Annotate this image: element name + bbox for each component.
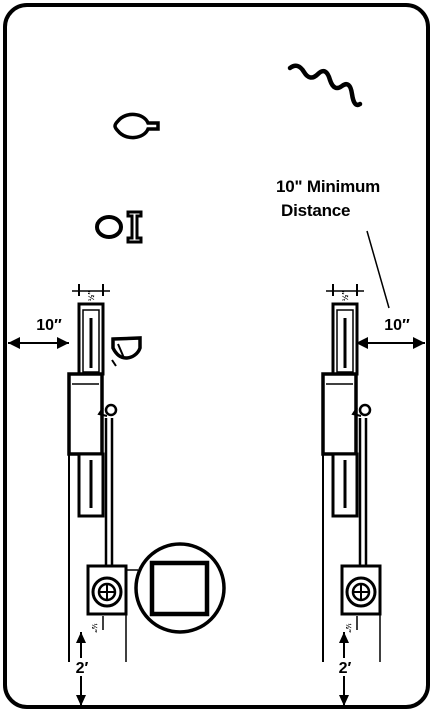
left-side-gap-dimension: 10″ xyxy=(8,317,69,349)
left-side-gap-label: 10″ xyxy=(36,317,62,334)
left-floor-gap-dimension: 2′ xyxy=(73,632,91,706)
minimum-distance-annotation: 10" Minimum Distance xyxy=(276,177,390,309)
right-floor-gap-dimension: 2′ xyxy=(336,632,354,706)
left-top-gap-label: ½″ xyxy=(87,291,96,302)
left-floor-gap-label: 2′ xyxy=(76,660,89,677)
left-jack-assembly: ½″ ½″ xyxy=(67,284,128,662)
right-side-gap-label: 10″ xyxy=(384,317,410,334)
right-bottom-gap-label: ½″ xyxy=(344,623,352,633)
right-side-gap-dimension: 10″ xyxy=(356,317,425,349)
annotation-line2: Distance xyxy=(281,201,350,220)
room-outline xyxy=(3,3,430,709)
teardrop-shape-icon xyxy=(113,112,160,140)
left-bottom-gap-label: ½″ xyxy=(90,623,98,633)
right-jack-assembly: ½″ ½″ xyxy=(321,284,382,662)
hatch-mark xyxy=(111,359,117,367)
annotation-line1: 10" Minimum xyxy=(276,177,380,196)
detail-magnifier xyxy=(126,542,226,634)
right-floor-gap-label: 2′ xyxy=(339,660,352,677)
oval-and-bracket-icon xyxy=(95,210,143,244)
wavy-line-icon xyxy=(287,63,363,108)
annotation-leader-line xyxy=(366,230,390,309)
shield-shape-icon xyxy=(111,336,142,360)
right-top-gap-label: ½″ xyxy=(341,291,350,302)
